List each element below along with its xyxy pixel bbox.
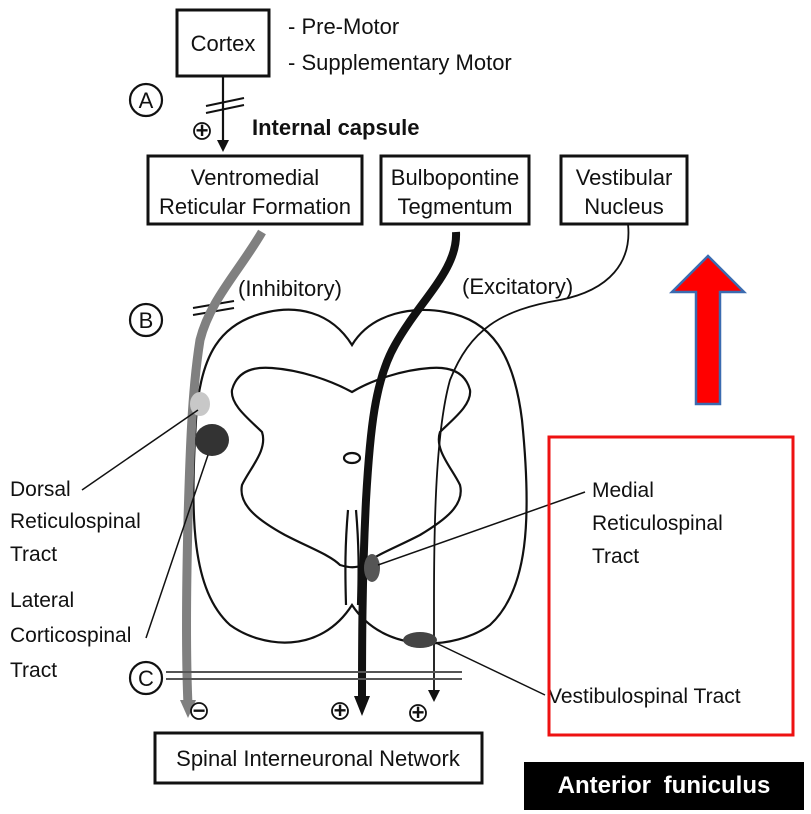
bulbopontine-line1: Bulbopontine: [391, 165, 519, 190]
dorsal-label-line2: Reticulospinal: [10, 510, 141, 533]
lateral-corticospinal-blob: [195, 424, 229, 456]
vestibulospinal-arrowhead: [428, 690, 440, 702]
cortex-area-supplementary: - Supplementary Motor: [288, 50, 512, 75]
vestibulospinal-label: Vestibulospinal Tract: [548, 685, 741, 708]
anterior-median-fissure: [345, 510, 358, 605]
upward-arrow-icon: [672, 256, 744, 404]
ventromedial-rf-line1: Ventromedial: [191, 165, 319, 190]
dorsal-leader: [82, 410, 198, 490]
anterior-funiculus-badge: Anterior funiculus: [524, 762, 804, 810]
medial-label-line1: Medial: [592, 479, 654, 502]
dorsal-reticulospinal-blob: [190, 392, 210, 416]
spinal-interneuronal-label: Spinal Interneuronal Network: [176, 746, 461, 771]
lateral-label-line1: Lateral: [10, 589, 74, 612]
dorsal-label-line1: Dorsal: [10, 478, 71, 501]
level-marker-b: B: [139, 308, 154, 333]
cut-mark-a1: [206, 98, 244, 106]
medial-reticulospinal-blob: [364, 554, 380, 582]
inhibitory-label: (Inhibitory): [238, 276, 342, 301]
vestibular-line1: Vestibular: [576, 165, 673, 190]
lateral-label-line3: Tract: [10, 659, 57, 682]
cut-mark-a2: [206, 105, 244, 113]
level-marker-a: A: [139, 88, 154, 113]
level-marker-c: C: [138, 666, 154, 691]
excitatory-tract-arrowhead: [354, 696, 370, 716]
cortex-label: Cortex: [191, 31, 256, 56]
dorsal-label-line3: Tract: [10, 543, 57, 566]
lateral-label-line2: Corticospinal: [10, 624, 131, 647]
bulbopontine-line2: Tegmentum: [398, 194, 513, 219]
vestibulospinal-blob: [403, 632, 437, 648]
corticoreticular-arrowhead: [217, 140, 229, 152]
vestibular-line2: Nucleus: [584, 194, 663, 219]
lateral-leader: [146, 455, 208, 638]
central-canal: [344, 453, 360, 463]
ventromedial-rf-line2: Reticular Formation: [159, 194, 351, 219]
vestibulospinal-leader: [436, 643, 545, 695]
excitatory-label: (Excitatory): [462, 274, 573, 299]
medial-label-line2: Reticulospinal: [592, 512, 723, 535]
medial-label-line3: Tract: [592, 545, 639, 568]
internal-capsule-label: Internal capsule: [252, 115, 420, 140]
medial-leader: [378, 492, 585, 565]
cortex-area-premotor: - Pre-Motor: [288, 14, 399, 39]
